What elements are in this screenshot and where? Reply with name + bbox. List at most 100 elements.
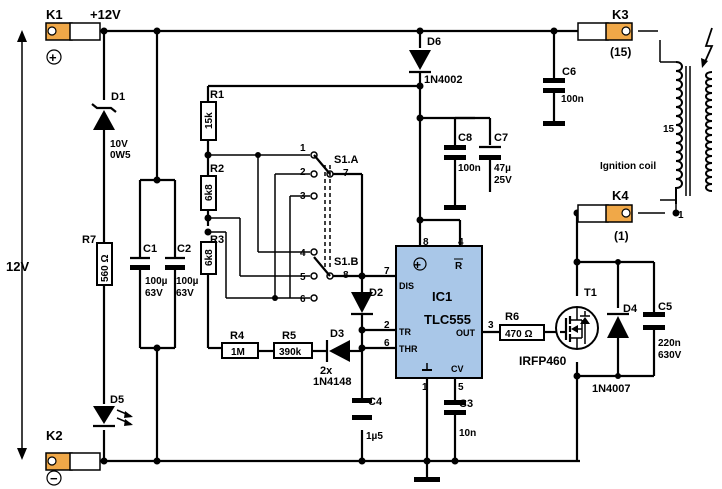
ground-symbol (414, 477, 440, 482)
svg-text:4: 4 (300, 248, 306, 259)
svg-text:R3: R3 (210, 234, 224, 246)
svg-text:5: 5 (300, 272, 306, 283)
svg-text:7: 7 (343, 168, 349, 179)
diode-note-part: 1N4148 (313, 376, 352, 388)
svg-text:D4: D4 (623, 303, 638, 315)
svg-text:T1: T1 (584, 287, 597, 299)
svg-text:R4: R4 (230, 330, 245, 342)
resistor-r7: 560 Ω R7 (82, 234, 113, 286)
svg-text:TLC555: TLC555 (424, 312, 471, 327)
svg-text:8: 8 (343, 270, 349, 281)
svg-text:R5: R5 (282, 330, 296, 342)
ignition-coil-label: Ignition coil (600, 161, 656, 172)
svg-text:6: 6 (300, 294, 306, 305)
diode-note-count: 2x (320, 365, 333, 377)
svg-text:100µ: 100µ (145, 276, 168, 287)
zener-diode-d1: D1 10V 0W5 (91, 91, 131, 161)
capacitor-c6: C6 100n (543, 66, 584, 126)
svg-text:6k8: 6k8 (204, 184, 215, 201)
svg-text:100n: 100n (458, 163, 481, 174)
capacitor-c1: C1 100µ 63V (130, 243, 168, 299)
switch-s1b-label: S1.B (334, 256, 359, 268)
svg-text:470 Ω: 470 Ω (505, 329, 532, 340)
resistor-r1: 15k R1 (200, 89, 224, 141)
capacitor-c5: C5 220n 630V (643, 301, 682, 361)
svg-text:C6: C6 (562, 66, 576, 78)
terminal-k1-label: K1 (46, 7, 63, 22)
svg-text:C5: C5 (658, 301, 672, 313)
terminal-k1-sign: + (49, 50, 57, 65)
resistor-r6: 470 Ω R6 (499, 311, 545, 341)
terminal-k1: K1 + (45, 7, 101, 65)
svg-text:+: + (414, 258, 421, 272)
svg-text:25V: 25V (494, 175, 512, 186)
ic-tlc555: + R IC1 TLC555 DIS TR THR OUT CV 8 4 7 2… (384, 237, 494, 393)
capacitor-c8: C8 100n (444, 132, 481, 210)
svg-text:C3: C3 (459, 398, 473, 410)
capacitor-c2: C2 100µ 63V (165, 243, 199, 299)
svg-text:10V: 10V (110, 139, 128, 150)
svg-text:D6: D6 (427, 36, 441, 48)
svg-text:560 Ω: 560 Ω (100, 255, 111, 282)
svg-text:DIS: DIS (399, 281, 414, 291)
svg-text:C1: C1 (143, 243, 157, 255)
svg-text:7: 7 (384, 266, 390, 277)
svg-text:100µ: 100µ (176, 276, 199, 287)
svg-text:R6: R6 (505, 311, 519, 323)
svg-text:R1: R1 (210, 89, 224, 101)
svg-text:IC1: IC1 (432, 289, 452, 304)
diode-d3: D3 (325, 328, 350, 362)
resistor-r2: 6k8 R2 (200, 163, 224, 211)
svg-text:15k: 15k (204, 112, 215, 129)
svg-text:6: 6 (384, 338, 390, 349)
svg-text:3: 3 (488, 320, 494, 331)
wires (17, 29, 677, 477)
terminal-k4: K4 (1) (577, 188, 633, 243)
mosfet-t1: T1 IRFP460 (519, 287, 599, 368)
capacitor-c4: C4 1µ5 (352, 396, 383, 442)
svg-text:4: 4 (458, 237, 464, 248)
diode-d4: D4 1N4007 (592, 303, 638, 395)
svg-text:C7: C7 (494, 132, 508, 144)
ignition-coil: Ignition coil 15 1 (600, 27, 714, 221)
svg-text:3: 3 (300, 191, 306, 202)
diode-d2: D2 (351, 287, 383, 316)
coil-pin-1: 1 (678, 210, 684, 221)
svg-text:100n: 100n (561, 94, 584, 105)
svg-text:390k: 390k (279, 347, 302, 358)
svg-text:1N4007: 1N4007 (592, 383, 631, 395)
switch-s1a-label: S1.A (334, 154, 359, 166)
svg-text:C2: C2 (177, 243, 191, 255)
coil-pin-15: 15 (663, 124, 675, 135)
diode-d6: D6 1N4002 (409, 36, 463, 86)
junction-dots (100, 27, 680, 465)
svg-text:8: 8 (423, 237, 429, 248)
svg-text:D5: D5 (110, 394, 124, 406)
terminal-k3-label: K3 (612, 7, 629, 22)
svg-text:THR: THR (399, 344, 418, 354)
svg-text:R7: R7 (82, 234, 96, 246)
svg-text:TR: TR (399, 327, 411, 337)
svg-text:1: 1 (300, 143, 306, 154)
switch-s1: 1 2 3 4 5 6 7 8 S1.A S1.B (300, 143, 359, 305)
resistor-r4: 1M R4 (221, 330, 259, 359)
rail-label-plus12v: +12V (90, 7, 121, 22)
svg-text:1N4002: 1N4002 (424, 74, 463, 86)
resistor-r5: 390k R5 (273, 330, 313, 359)
svg-text:C4: C4 (368, 396, 383, 408)
terminal-k4-label: K4 (612, 188, 629, 203)
capacitor-c7: C7 47µ 25V (479, 132, 512, 186)
resistor-r3: 6k8 R3 (200, 234, 224, 275)
svg-text:D2: D2 (369, 287, 383, 299)
svg-text:63V: 63V (145, 288, 163, 299)
svg-text:2: 2 (384, 320, 390, 331)
svg-text:D1: D1 (111, 91, 125, 103)
svg-text:0W5: 0W5 (110, 150, 131, 161)
svg-text:63V: 63V (176, 288, 194, 299)
svg-text:47µ: 47µ (494, 163, 511, 174)
capacitor-c3: C3 10n (444, 398, 476, 439)
terminal-k3: K3 (15) (577, 7, 633, 59)
svg-text:10n: 10n (459, 428, 476, 439)
terminal-k2-sign: − (50, 471, 58, 486)
